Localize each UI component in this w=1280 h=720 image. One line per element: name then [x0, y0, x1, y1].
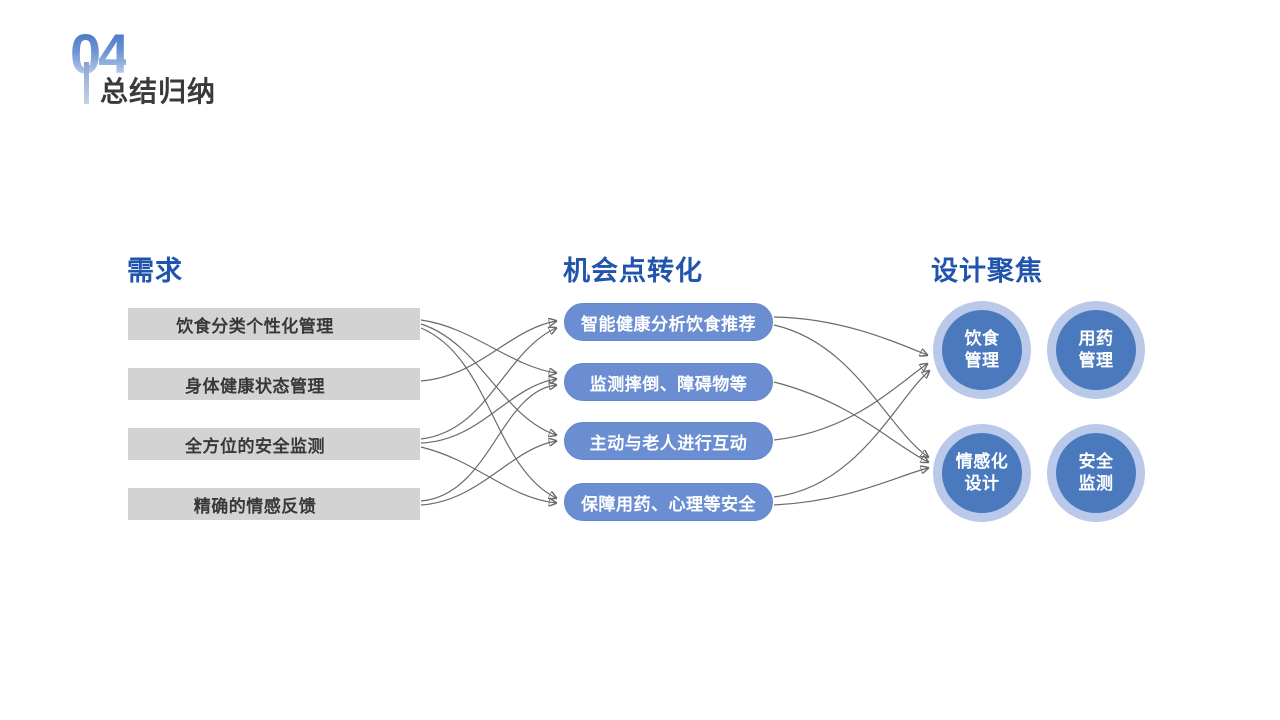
focus-label-line: 设计 — [964, 474, 1000, 493]
connector-need1-opp4 — [420, 327, 556, 498]
opportunity-pill-2: 监测摔倒、障碍物等 — [564, 363, 773, 401]
opportunities-column-header: 机会点转化 — [563, 256, 703, 286]
page-title: 总结归纳 — [100, 76, 217, 107]
focus-circle-medication: 用药 管理 — [1047, 301, 1145, 399]
focus-label-line: 饮食 — [964, 328, 1000, 348]
connector-opp2-focus3 — [773, 381, 928, 462]
need-box-1: 饮食分类个性化管理 — [128, 308, 420, 340]
focus-label-line: 情感化 — [955, 451, 1009, 471]
need-box-2: 身体健康状态管理 — [128, 368, 420, 400]
focus-label-line: 管理 — [964, 351, 1000, 370]
connector-need2-opp1 — [420, 321, 556, 382]
connector-need4-opp3 — [420, 441, 556, 506]
connector-opp1-focus3 — [773, 324, 928, 457]
connector-need1-opp2 — [420, 319, 556, 373]
connector-opp4-focus3 — [773, 468, 928, 506]
focus-circle-diet-label: 饮食 管理 — [942, 310, 1022, 390]
connector-need3-opp2 — [420, 379, 556, 444]
focus-label-line: 安全 — [1078, 451, 1114, 471]
focus-circle-emotional-label: 情感化 设计 — [942, 433, 1022, 513]
connector-opp3-focus1 — [773, 364, 927, 441]
focus-label-line: 监测 — [1078, 474, 1114, 493]
focus-label-line: 管理 — [1078, 351, 1114, 370]
needs-column-header: 需求 — [127, 256, 183, 286]
opportunity-pill-4: 保障用药、心理等安全 — [564, 483, 773, 521]
focus-circle-safety-label: 安全 监测 — [1056, 433, 1136, 513]
section-number: 04 — [70, 22, 129, 85]
need-box-3: 全方位的安全监测 — [128, 428, 420, 460]
connector-opp4-focus1 — [773, 371, 929, 498]
focus-label-line: 用药 — [1078, 328, 1114, 348]
title-accent-bar — [84, 62, 89, 104]
focus-circle-diet: 饮食 管理 — [933, 301, 1031, 399]
opportunity-pill-3: 主动与老人进行互动 — [564, 422, 773, 460]
opportunity-pill-1: 智能健康分析饮食推荐 — [564, 303, 773, 341]
focus-circle-safety: 安全 监测 — [1047, 424, 1145, 522]
connector-opp1-focus1 — [773, 316, 927, 355]
connector-need3-opp1 — [420, 328, 556, 440]
focus-circle-medication-label: 用药 管理 — [1056, 310, 1136, 390]
connector-need1-opp3 — [420, 323, 556, 435]
connector-need3-opp4 — [420, 446, 556, 503]
focus-circle-emotional: 情感化 设计 — [933, 424, 1031, 522]
need-box-4: 精确的情感反馈 — [128, 488, 420, 520]
connector-need4-opp2 — [420, 385, 556, 502]
focus-column-header: 设计聚焦 — [931, 256, 1043, 286]
